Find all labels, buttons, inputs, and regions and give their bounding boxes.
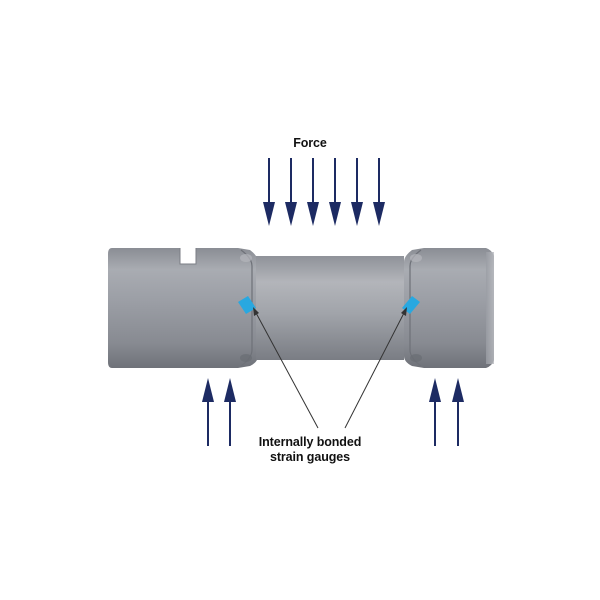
pin-left-section xyxy=(108,248,238,368)
up-arrow-icon xyxy=(429,378,441,446)
down-arrow-icon xyxy=(285,158,297,226)
right-groove-highlight-top xyxy=(410,254,422,262)
load-pin-body xyxy=(108,248,494,368)
right-groove-shadow-bottom xyxy=(410,354,422,362)
force-arrows-top xyxy=(263,158,385,226)
down-arrow-icon xyxy=(373,158,385,226)
up-arrow-icon xyxy=(202,378,214,446)
left-groove-highlight-top xyxy=(240,254,252,262)
leader-line-left xyxy=(254,310,319,429)
pin-keyway-slot xyxy=(180,248,196,264)
reaction-arrows-left xyxy=(202,378,236,446)
pin-center-neck xyxy=(256,256,404,360)
down-arrow-icon xyxy=(329,158,341,226)
force-label: Force xyxy=(293,136,327,150)
down-arrow-icon xyxy=(307,158,319,226)
strain-gauge-left xyxy=(238,296,256,314)
pin-right-chamfer xyxy=(486,252,494,364)
pin-right-section xyxy=(424,248,494,368)
strain-gauge-label-line-2: strain gauges xyxy=(270,450,350,464)
leader-arrowhead-left xyxy=(253,307,259,316)
up-arrow-icon xyxy=(224,378,236,446)
down-arrow-icon xyxy=(263,158,275,226)
down-arrow-icon xyxy=(351,158,363,226)
strain-gauge-label: Internally bonded strain gauges xyxy=(240,435,380,465)
leader-line-right xyxy=(344,310,406,429)
left-groove-shadow-bottom xyxy=(240,354,252,362)
reaction-arrows-right xyxy=(429,378,464,446)
leader-arrowhead-right xyxy=(401,307,407,316)
strain-gauge-label-line-1: Internally bonded xyxy=(258,435,362,449)
keyway-outline xyxy=(179,248,197,265)
up-arrow-icon xyxy=(452,378,464,446)
